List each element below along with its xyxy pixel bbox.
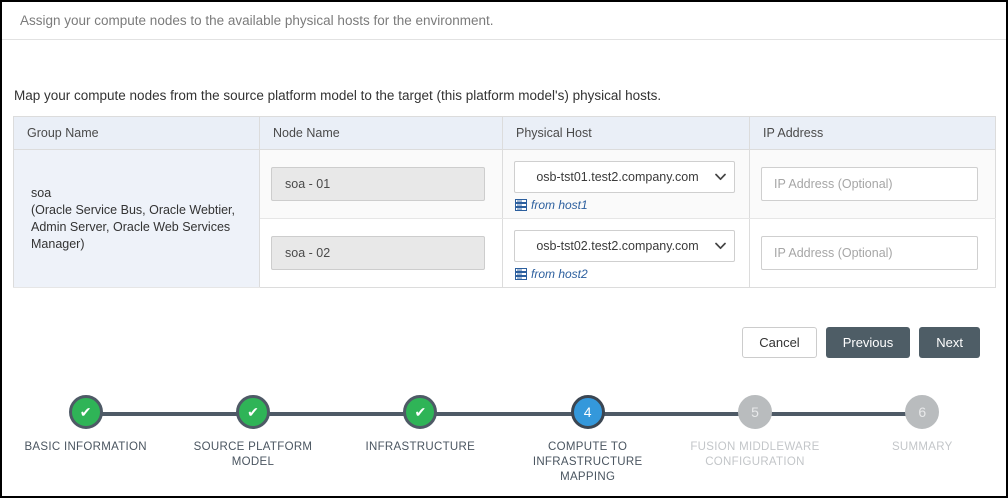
instruction-bar: Assign your compute nodes to the availab… — [2, 2, 1006, 40]
physical-host-value: osb-tst01.test2.company.com — [536, 170, 699, 184]
physical-host-cell: osb-tst02.test2.company.com — [502, 218, 750, 288]
physical-host-select[interactable]: osb-tst02.test2.company.com — [514, 230, 735, 262]
check-icon: ✔ — [247, 403, 259, 420]
table-row: soa (Oracle Service Bus, Oracle Webtier,… — [13, 149, 996, 288]
column-header-node-name: Node Name — [259, 116, 503, 150]
physical-host-value: osb-tst02.test2.company.com — [536, 239, 699, 253]
physical-host-select[interactable]: osb-tst01.test2.company.com — [514, 161, 735, 193]
step-bubble: 6 — [905, 395, 940, 429]
step-bubble: ✔ — [235, 395, 270, 429]
step-number: 4 — [583, 404, 592, 420]
stepper-step-compute-to-infrastructure-mapping[interactable]: 4 COMPUTE TO INFRASTRUCTURE MAPPING — [504, 384, 671, 485]
step-label: FUSION MIDDLEWARE CONFIGURATION — [690, 441, 820, 468]
stepper-step-source-platform-model[interactable]: ✔ SOURCE PLATFORM MODEL — [169, 384, 336, 485]
node-name-cell: soa - 01 — [259, 149, 503, 219]
check-icon: ✔ — [414, 403, 427, 420]
step-bubble: ✔ — [68, 395, 103, 429]
next-button[interactable]: Next — [919, 327, 980, 358]
group-name-cell: soa (Oracle Service Bus, Oracle Webtier,… — [13, 149, 260, 288]
stepper-step-summary[interactable]: 6 SUMMARY — [839, 384, 1006, 485]
step-bubble: ✔ — [403, 395, 438, 429]
from-host-link[interactable]: from host1 — [514, 198, 735, 212]
step-label: INFRASTRUCTURE — [365, 441, 476, 453]
node-name-field[interactable]: soa - 02 — [271, 236, 485, 270]
chevron-down-icon — [715, 242, 726, 250]
ip-address-cell — [749, 149, 996, 219]
ip-address-cell — [749, 218, 996, 288]
from-host-label: from host1 — [531, 198, 588, 212]
stepper-track — [89, 412, 917, 416]
step-number: 6 — [918, 404, 927, 420]
compute-mapping-table: Group Name Node Name Physical Host IP Ad… — [13, 116, 996, 288]
physical-host-cell: osb-tst01.test2.company.com — [502, 149, 750, 219]
node-name-field[interactable]: soa - 01 — [271, 167, 485, 201]
step-label: BASIC INFORMATION — [24, 441, 147, 453]
ip-address-input[interactable] — [761, 167, 978, 201]
group-components-value: (Oracle Service Bus, Oracle Webtier, Adm… — [31, 202, 236, 251]
ip-address-input[interactable] — [761, 236, 978, 270]
stepper-step-basic-information[interactable]: ✔ BASIC INFORMATION — [2, 384, 169, 485]
server-icon — [515, 268, 527, 280]
step-bubble: 4 — [570, 395, 605, 429]
stepper-step-infrastructure[interactable]: ✔ INFRASTRUCTURE — [337, 384, 504, 485]
column-header-ip-address: IP Address — [749, 116, 996, 150]
table-header-row: Group Name Node Name Physical Host IP Ad… — [13, 116, 996, 150]
previous-button[interactable]: Previous — [825, 327, 911, 358]
stepper-step-fusion-middleware-configuration[interactable]: 5 FUSION MIDDLEWARE CONFIGURATION — [671, 384, 838, 485]
node-name-cell: soa - 02 — [259, 218, 503, 288]
group-name-value: soa — [31, 185, 52, 200]
wizard-action-buttons: Cancel Previous Next — [742, 327, 980, 358]
step-number: 5 — [751, 404, 759, 420]
step-label: SUMMARY — [891, 441, 953, 453]
node-name-value: soa - 01 — [285, 177, 331, 191]
table-row: soa - 02 osb-tst02.test2.company.com — [14, 218, 996, 288]
cancel-button[interactable]: Cancel — [742, 327, 817, 358]
check-icon: ✔ — [79, 403, 92, 420]
column-header-physical-host: Physical Host — [502, 116, 750, 150]
node-name-value: soa - 02 — [285, 246, 331, 260]
from-host-link[interactable]: from host2 — [514, 267, 735, 281]
step-label: COMPUTE TO INFRASTRUCTURE MAPPING — [532, 441, 643, 483]
sub-instruction-text: Map your compute nodes from the source p… — [14, 88, 662, 103]
step-bubble: 5 — [737, 395, 772, 429]
instruction-text: Assign your compute nodes to the availab… — [20, 13, 494, 28]
chevron-down-icon — [715, 173, 726, 181]
from-host-label: from host2 — [531, 267, 588, 281]
step-label: SOURCE PLATFORM MODEL — [193, 441, 313, 468]
server-icon — [515, 199, 527, 211]
column-header-group-name: Group Name — [13, 116, 260, 150]
wizard-stepper: ✔ BASIC INFORMATION ✔ SOURCE PLATFORM MO… — [2, 384, 1006, 496]
